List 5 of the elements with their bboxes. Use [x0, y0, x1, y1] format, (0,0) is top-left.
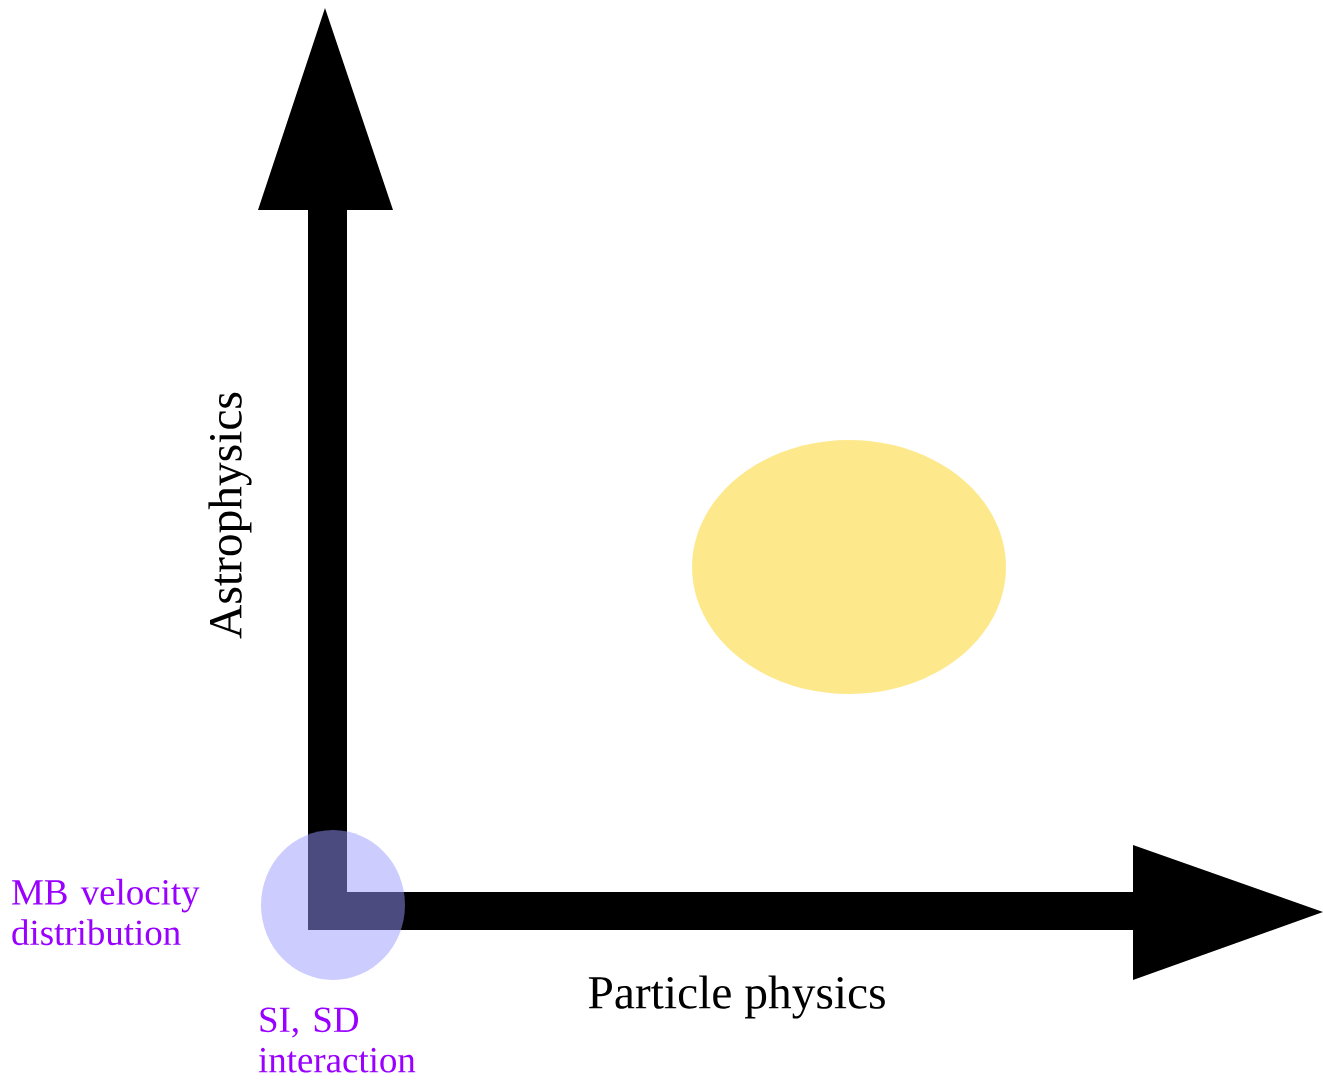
axis-label: Particle physics — [588, 975, 885, 1019]
node-caption: SI, SD interaction — [258, 1007, 416, 1073]
circle — [692, 440, 1006, 694]
axis-label: Astrophysics — [208, 392, 252, 639]
node-caption: MB velocity distribution — [12, 878, 200, 946]
